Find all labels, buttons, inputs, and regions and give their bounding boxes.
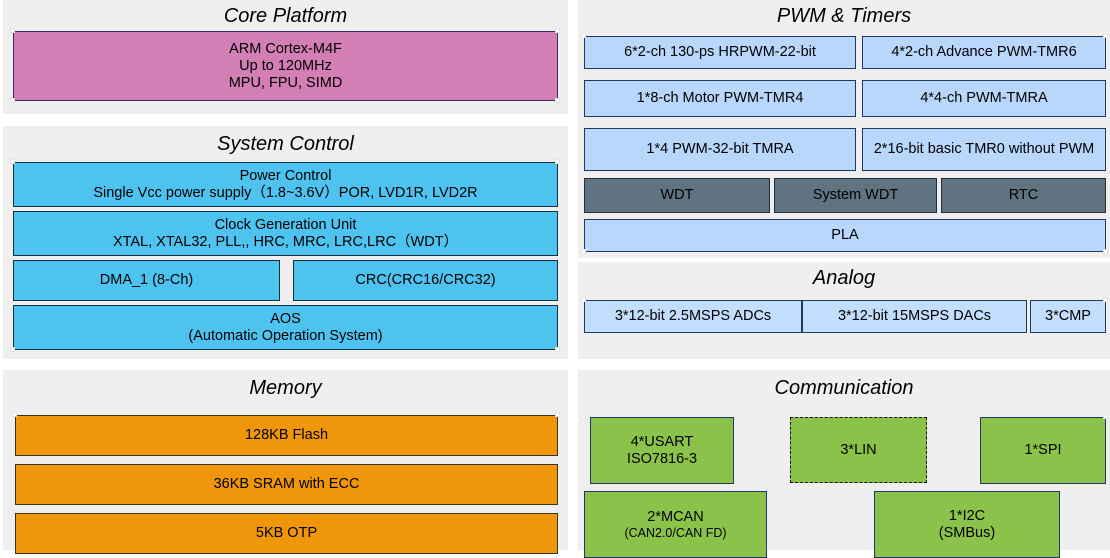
selection-handle (581, 414, 586, 419)
block-line-1: 4*USART (630, 433, 694, 450)
block-sram[interactable]: 36KB SRAM with ECC (15, 464, 558, 505)
panel-title-core-platform: Core Platform (223, 5, 348, 27)
selection-handle (1103, 33, 1108, 38)
panel-core-platform: Core Platform ARM Cortex-M4F Up to 120MH… (3, 0, 568, 114)
block-line-1: DMA_1 (8-Ch) (99, 272, 194, 288)
block-line-1: CRC(CRC16/CRC32) (355, 272, 496, 288)
block-line-1: 3*CMP (1045, 308, 1091, 324)
block-line-1: Clock Generation Unit (214, 216, 357, 233)
block-line-1: PLA (831, 227, 859, 243)
block-line-1: 128KB Flash (244, 427, 329, 443)
block-line-1: 4*2-ch Advance PWM-TMR6 (891, 44, 1077, 60)
block-line-1: 1*8-ch Motor PWM-TMR4 (636, 90, 804, 106)
block-line-1: 6*2-ch 130-ps HRPWM-22-bit (624, 44, 816, 60)
block-line-1: AOS (270, 310, 301, 327)
panel-title-memory: Memory (249, 377, 322, 399)
block-wdt[interactable]: WDT (584, 178, 770, 213)
block-advance-pwm-tmr6[interactable]: 4*2-ch Advance PWM-TMR6 (862, 36, 1106, 69)
panel-analog: Analog 3*12-bit 2.5MSPS ADCs 3*12-bit 15… (578, 262, 1110, 359)
block-crc[interactable]: CRC(CRC16/CRC32) (293, 260, 558, 301)
selection-handle (555, 28, 560, 33)
panel-title-pwm-timers: PWM & Timers (776, 5, 912, 27)
block-aos[interactable]: AOS (Automatic Operation System) (13, 305, 558, 350)
block-lin[interactable]: 3*LIN (790, 417, 927, 483)
block-dacs[interactable]: 3*12-bit 15MSPS DACs (802, 300, 1027, 333)
selection-handle (10, 28, 15, 33)
block-pwm-32-bit-tmra[interactable]: 1*4 PWM-32-bit TMRA (584, 128, 856, 171)
block-line-3: MPU, FPU, SIMD (228, 74, 343, 91)
selection-handle (1103, 249, 1108, 254)
block-motor-pwm-tmr4[interactable]: 1*8-ch Motor PWM-TMR4 (584, 80, 856, 117)
block-line-1: Power Control (239, 167, 332, 184)
block-mcan[interactable]: 2*MCAN (CAN2.0/CAN FD) (584, 491, 767, 558)
selection-handle (581, 33, 586, 38)
block-rtc[interactable]: RTC (941, 178, 1106, 213)
block-cmp[interactable]: 3*CMP (1030, 300, 1106, 333)
panel-communication: Communication 4*USART ISO7816-3 3*LIN 1*… (578, 370, 1110, 558)
block-line-1: 2*16-bit basic TMR0 without PWM (873, 141, 1095, 157)
block-i2c[interactable]: 1*I2C (SMBus) (874, 491, 1060, 558)
block-line-2: Up to 120MHz (239, 57, 332, 74)
selection-handle (1103, 297, 1108, 302)
block-line-1: 3*12-bit 15MSPS DACs (837, 308, 992, 324)
selection-handle (10, 159, 15, 164)
block-line-2: (SMBus) (938, 524, 996, 541)
selection-handle (10, 98, 15, 103)
block-line-1: System WDT (812, 187, 899, 203)
block-pwm-tmra-4x4[interactable]: 4*4-ch PWM-TMRA (862, 80, 1106, 117)
selection-handle (555, 159, 560, 164)
block-line-2: Single Vcc power supply（1.8~3.6V）POR, LV… (93, 184, 478, 201)
block-line-1: 3*LIN (840, 441, 877, 458)
panel-title-system-control: System Control (217, 133, 354, 155)
block-line-1: 4*4-ch PWM-TMRA (920, 90, 1048, 106)
block-line-1: 1*SPI (1024, 442, 1062, 458)
block-flash[interactable]: 128KB Flash (15, 415, 558, 456)
block-line-1: 1*4 PWM-32-bit TMRA (646, 141, 794, 157)
block-dma-1[interactable]: DMA_1 (8-Ch) (13, 260, 280, 301)
panel-pwm-timers: PWM & Timers 6*2-ch 130-ps HRPWM-22-bit … (578, 0, 1110, 258)
selection-handle (555, 412, 560, 417)
panel-title-communication: Communication (774, 377, 914, 399)
block-clock-generation-unit[interactable]: Clock Generation Unit XTAL, XTAL32, PLL,… (13, 211, 558, 256)
block-otp[interactable]: 5KB OTP (15, 513, 558, 554)
block-line-1: RTC (1008, 187, 1039, 203)
block-line-1: 2*MCAN (647, 508, 704, 525)
block-arm-cortex-m4f[interactable]: ARM Cortex-M4F Up to 120MHz MPU, FPU, SI… (13, 31, 558, 101)
block-hrpwm-22-bit[interactable]: 6*2-ch 130-ps HRPWM-22-bit (584, 36, 856, 69)
block-line-2: (CAN2.0/CAN FD) (624, 525, 727, 540)
block-line-1: ARM Cortex-M4F (229, 40, 342, 57)
block-line-2: XTAL, XTAL32, PLL,, HRC, MRC, LRC,LRC（WD… (112, 233, 459, 250)
block-power-control[interactable]: Power Control Single Vcc power supply（1.… (13, 162, 558, 207)
block-usart[interactable]: 4*USART ISO7816-3 (590, 417, 734, 484)
selection-handle (555, 347, 560, 352)
selection-handle (581, 249, 586, 254)
block-line-2: (Automatic Operation System) (188, 327, 383, 344)
block-spi[interactable]: 1*SPI (980, 417, 1106, 484)
block-adcs[interactable]: 3*12-bit 2.5MSPS ADCs (584, 300, 802, 333)
block-line-2: ISO7816-3 (626, 450, 698, 467)
block-line-1: 36KB SRAM with ECC (213, 476, 360, 492)
block-line-1: 5KB OTP (255, 525, 318, 541)
block-line-1: WDT (660, 187, 694, 203)
selection-handle (12, 412, 17, 417)
block-line-1: 1*I2C (948, 507, 986, 524)
block-line-1: 3*12-bit 2.5MSPS ADCs (614, 308, 772, 324)
block-system-wdt[interactable]: System WDT (774, 178, 937, 213)
block-basic-tmr0[interactable]: 2*16-bit basic TMR0 without PWM (862, 128, 1106, 171)
panel-system-control: System Control Power Control Single Vcc … (3, 126, 568, 359)
selection-handle (1103, 414, 1108, 419)
panel-title-analog: Analog (812, 267, 876, 289)
panel-memory: Memory 128KB Flash 36KB SRAM with ECC 5K… (3, 370, 568, 554)
selection-handle (10, 347, 15, 352)
selection-handle (555, 98, 560, 103)
block-pla[interactable]: PLA (584, 219, 1106, 252)
selection-handle (581, 297, 586, 302)
